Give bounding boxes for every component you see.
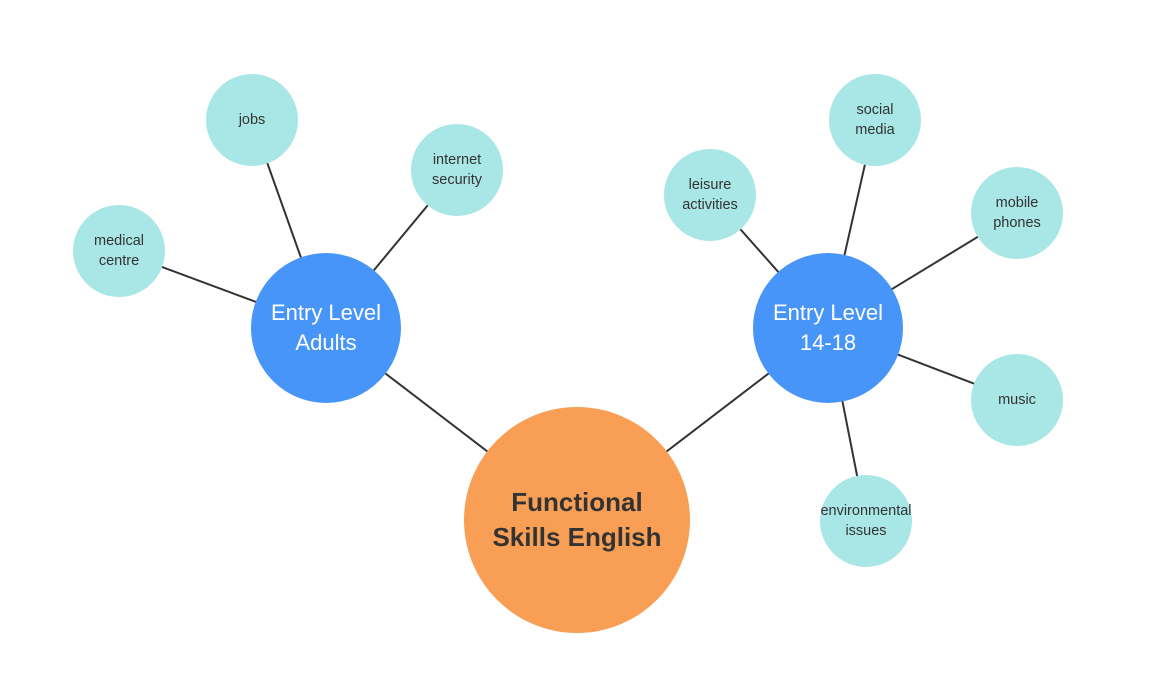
- leaf-label: music: [998, 392, 1036, 408]
- leaf-label: medical centre: [94, 233, 144, 269]
- leaf-node-social-media: social media: [829, 74, 921, 166]
- branch-node-adults: Entry Level Adults: [251, 253, 401, 403]
- leaf-node-mobile-phones: mobile phones: [971, 167, 1063, 259]
- root-node: Functional Skills English: [464, 407, 690, 633]
- leaf-label: leisure activities: [682, 177, 738, 213]
- leaf-label: internet security: [432, 152, 482, 188]
- leaf-node-leisure-activities: leisure activities: [664, 149, 756, 241]
- leaf-node-internet-security: internet security: [411, 124, 503, 216]
- root-label: Functional Skills English: [492, 487, 662, 552]
- leaf-label: jobs: [238, 112, 266, 128]
- leaf-label: environmental issues: [820, 503, 912, 539]
- branch-label: Entry Level Adults: [270, 300, 382, 355]
- leaf-label: social media: [855, 102, 895, 138]
- leaf-node-environmental-issues: environmental issues: [820, 475, 912, 567]
- branch-node-14-18: Entry Level 14-18: [753, 253, 903, 403]
- leaf-node-medical-centre: medical centre: [73, 205, 165, 297]
- leaf-node-music: music: [971, 354, 1063, 446]
- leaf-node-jobs: jobs: [206, 74, 298, 166]
- branch-label: Entry Level 14-18: [772, 300, 884, 355]
- leaf-label: mobile phones: [993, 195, 1041, 231]
